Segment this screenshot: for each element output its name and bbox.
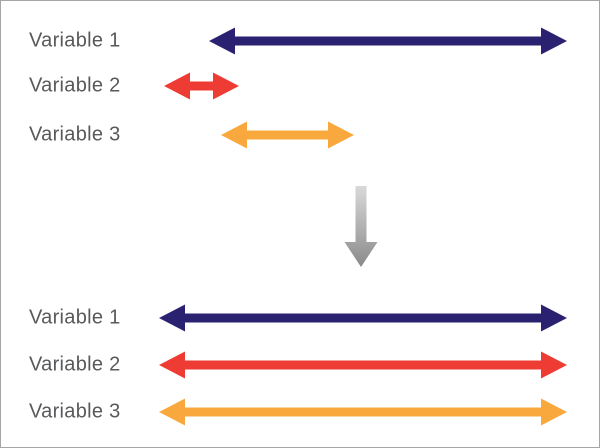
range-arrow-variable-3-after xyxy=(159,398,567,426)
down-arrow-icon xyxy=(344,186,378,267)
range-arrow-variable-1-before xyxy=(209,27,567,55)
range-arrow-variable-3-before xyxy=(221,121,354,149)
range-arrow-variable-2-after xyxy=(159,351,567,379)
label-variable-2-after: Variable 2 xyxy=(29,353,121,376)
label-variable-3-after: Variable 3 xyxy=(29,400,121,423)
label-variable-3-before: Variable 3 xyxy=(29,123,121,146)
label-variable-1-before: Variable 1 xyxy=(29,29,121,52)
label-variable-1-after: Variable 1 xyxy=(29,306,121,329)
range-arrow-variable-1-after xyxy=(159,304,567,332)
range-arrow-variable-2-before xyxy=(164,72,239,100)
label-variable-2-before: Variable 2 xyxy=(29,74,121,97)
